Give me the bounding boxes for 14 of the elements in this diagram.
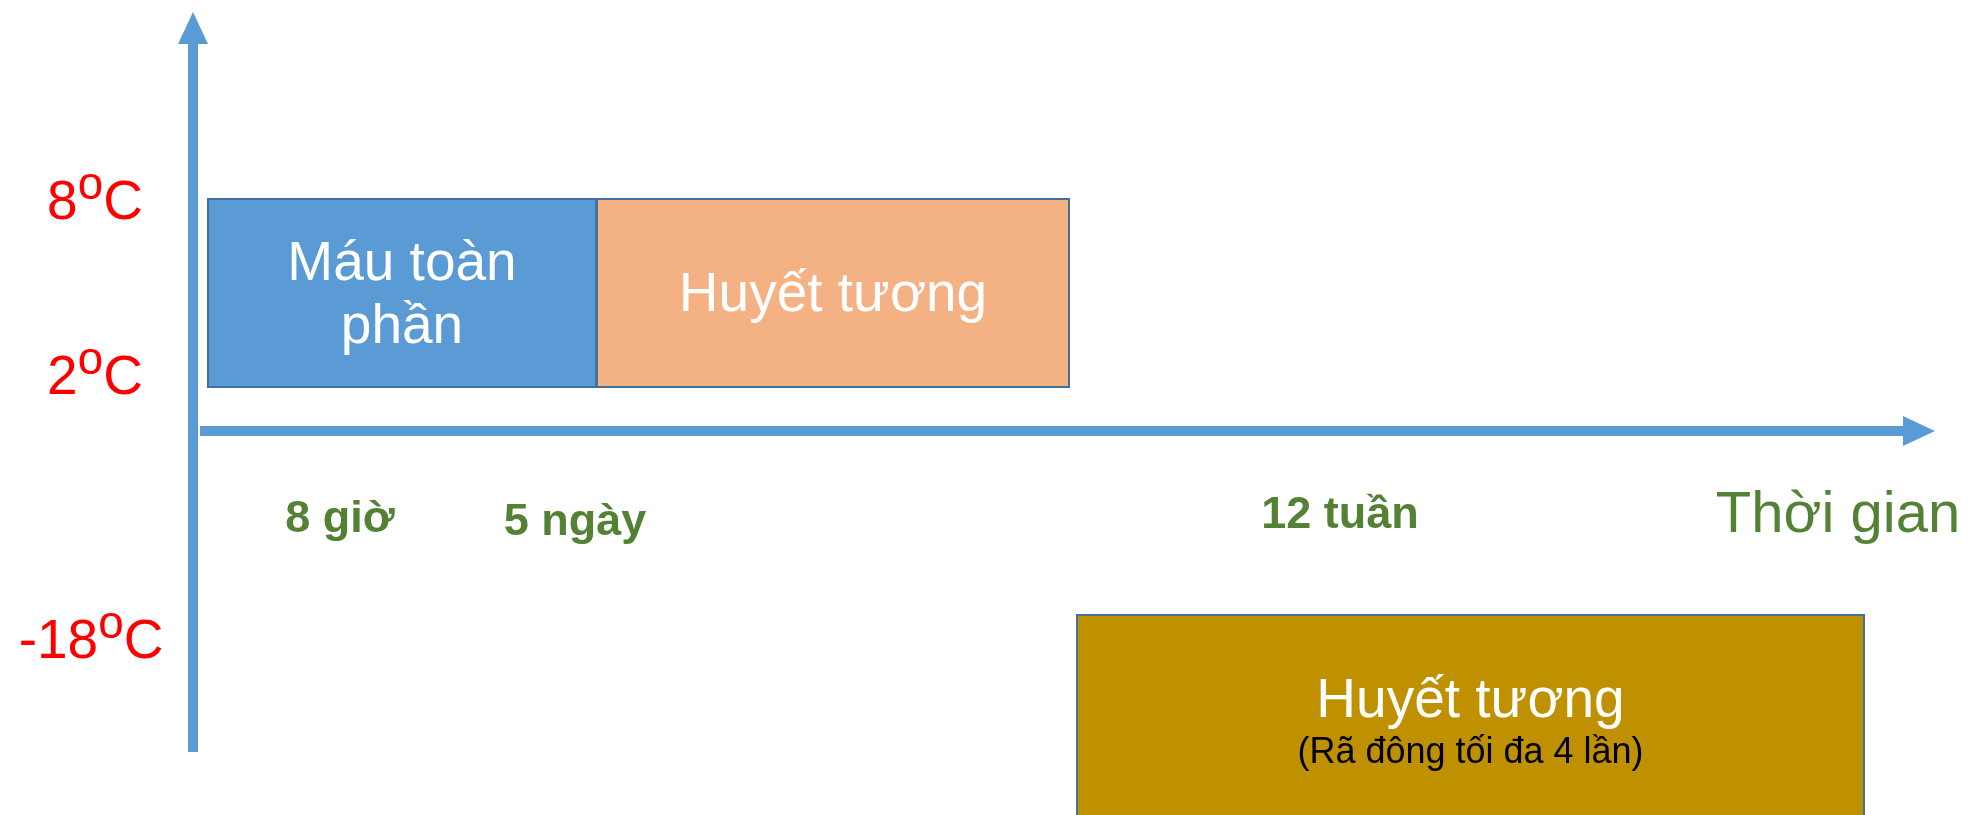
temperature-label: 8$^{o}$C: [47, 158, 143, 232]
time-label: 8 giờ: [285, 491, 395, 543]
time-label: 5 ngày: [503, 494, 647, 546]
storage-box: [1076, 614, 1865, 815]
box-title: Huyết tương: [1316, 666, 1625, 730]
box-note: (Rã đông tối đa 4 lần): [1297, 729, 1644, 772]
temperature-label: 2$^{o}$C: [47, 333, 143, 407]
temperature-label: -18$^{o}$C: [18, 597, 164, 671]
storage-box: [596, 198, 1070, 388]
time-label: 12 tuần: [1261, 487, 1419, 539]
storage-box: [207, 198, 597, 388]
axis-title: Thời gian: [1715, 477, 1961, 545]
box-title: Huyết tương: [678, 261, 988, 325]
box-title: Máu toàn phần: [286, 229, 518, 357]
